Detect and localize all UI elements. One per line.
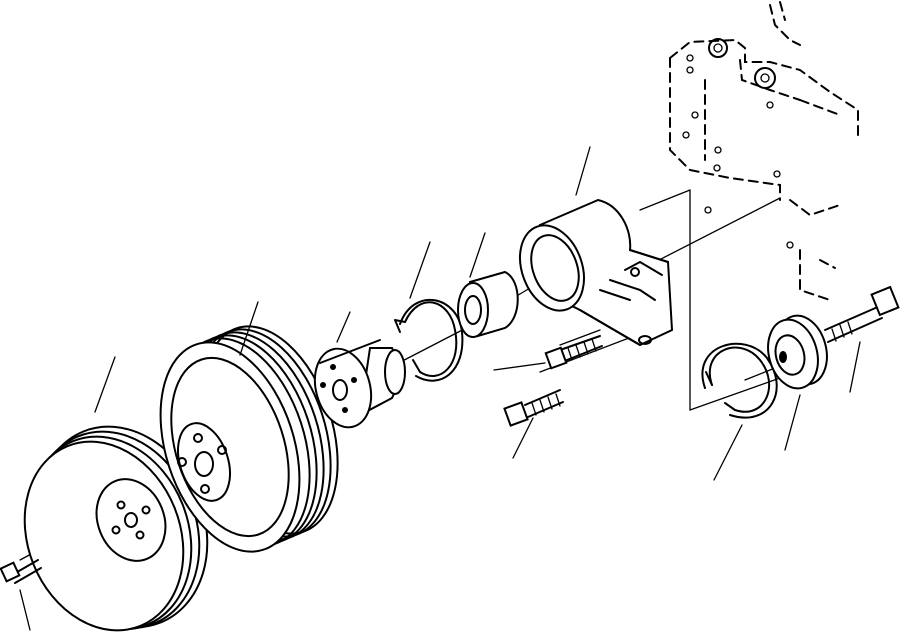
hub [313,339,406,429]
idler-pulley [767,314,828,390]
front-pulley [23,425,209,632]
mounting-bolt-lower [503,389,564,427]
snap-ring-right [701,342,778,419]
pulley-screw [0,559,42,584]
leader-lines [19,146,861,631]
idler-bolt [824,285,900,343]
mounting-bolt-upper [544,335,603,370]
bracket [519,198,674,347]
bushing [457,270,519,338]
snap-ring-left [394,298,464,382]
engine-block [669,1,859,301]
rear-pulley [159,325,339,553]
